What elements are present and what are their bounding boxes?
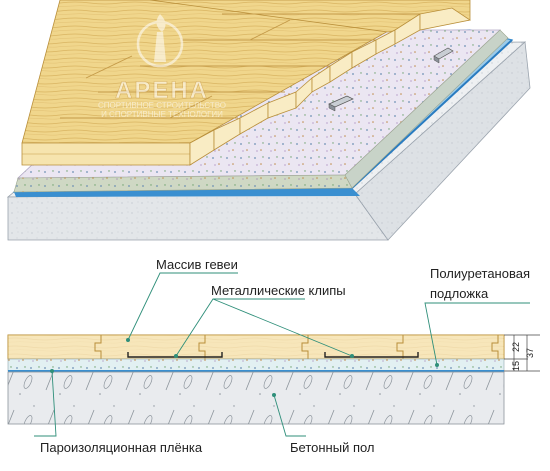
- metal-clip: [328, 95, 354, 112]
- leader-underlay: [424, 302, 530, 366]
- vapor-film-side-edge: [351, 39, 513, 189]
- concrete-slab-front-texture: [8, 194, 388, 240]
- board-joints: [94, 335, 499, 359]
- underlay-side: [344, 29, 509, 189]
- label-underlay-line1: Полиуретановая: [430, 266, 530, 281]
- vapor-film-edge: [14, 188, 360, 197]
- wood-boards-3d: [21, 0, 472, 166]
- label-metal-clips: Металлические клипы: [211, 283, 346, 298]
- arena-logo: АРЕНА СПОРТИВНОЕ СТРОИТЕЛЬСТВО И СПОРТИВ…: [98, 14, 226, 119]
- dimension-total: 37: [525, 348, 535, 358]
- leader-solid-wood: [127, 272, 238, 341]
- isometric-view: АРЕНА СПОРТИВНОЕ СТРОИТЕЛЬСТВО И СПОРТИВ…: [6, 0, 531, 241]
- cross-section: 22 15 37: [7, 334, 540, 425]
- underlay-front-speckle: [14, 175, 352, 192]
- labels: Массив гевеи Металлические клипы Полиуре…: [40, 257, 530, 455]
- arena-torch-emblem: [136, 14, 184, 68]
- label-underlay-line2: подложка: [430, 286, 489, 301]
- logo-name: АРЕНА: [115, 77, 209, 104]
- leader-dots: [50, 338, 439, 397]
- concrete-slab-side-texture: [355, 42, 530, 240]
- section-clip: [324, 352, 419, 358]
- logo-tagline-line1: СПОРТИВНОЕ СТРОИТЕЛЬСТВО: [98, 101, 226, 110]
- label-solid-wood: Массив гевеи: [156, 257, 238, 272]
- dimension-marks: [504, 334, 540, 372]
- leader-lines: [34, 272, 530, 437]
- metal-clips-3d: [328, 47, 454, 112]
- wood-board-ends: [189, 7, 472, 166]
- dimension-underlay: 15: [511, 361, 521, 371]
- section-concrete-layer: [7, 371, 505, 425]
- leader-concrete: [273, 394, 306, 437]
- board-seams: [60, 13, 420, 119]
- metal-clip: [433, 47, 454, 64]
- logo-tagline-line2: И СПОРТИВНЫЕ ТЕХНОЛОГИИ: [101, 110, 223, 119]
- leader-metal-clips-2: [212, 298, 353, 357]
- label-vapor-film: Пароизоляционная плёнка: [40, 440, 203, 455]
- dimension-board: 22: [511, 342, 521, 352]
- label-concrete: Бетонный пол: [290, 440, 375, 455]
- leader-vapor-film: [34, 370, 57, 437]
